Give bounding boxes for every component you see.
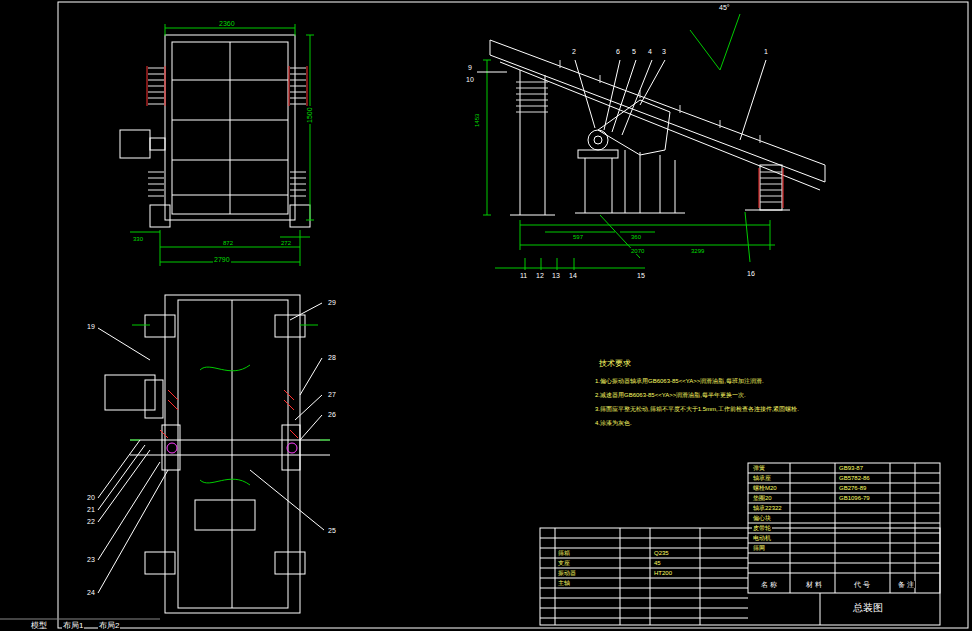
dimension: 2790 [213, 256, 231, 263]
callout-number: 23 [86, 556, 96, 563]
callout-number: 15 [636, 272, 646, 279]
table-cell: HT200 [653, 570, 673, 576]
callout-number: 10 [465, 76, 475, 83]
dimension: 272 [280, 240, 292, 246]
note-line: 2.减速器用GB6063-85<<YA>>润滑油脂,每半年更换一次. [594, 392, 747, 398]
table-cell: 振动器 [557, 570, 577, 576]
table-cell: Q235 [653, 550, 670, 556]
table-cell: 弹簧 [752, 465, 766, 471]
callout-number: 4 [647, 48, 653, 55]
note-line: 1.偏心振动器轴承用GB6063-85<<YA>>润滑油脂,每班加注润滑. [594, 378, 765, 384]
table-cell: 偏心块 [752, 515, 772, 521]
callout-number: 20 [86, 494, 96, 501]
table-cell: 轴承座 [752, 475, 772, 481]
callout-number: 5 [631, 48, 637, 55]
note-line: 4.涂漆为灰色. [594, 420, 633, 426]
note-heading: 技术要求 [598, 360, 632, 368]
callout-number: 12 [535, 272, 545, 279]
title-block: 总装图 [852, 603, 884, 613]
angle-dimension: 45° [718, 4, 731, 11]
dimension: 1500 [306, 106, 313, 124]
dimension: 597 [572, 234, 584, 240]
table-cell: 电动机 [752, 535, 772, 541]
dimension: 2070 [630, 248, 645, 254]
callout-number: 13 [551, 272, 561, 279]
table-cell: 45 [653, 560, 662, 566]
dimension: 330 [132, 236, 144, 242]
callout-number: 28 [327, 354, 337, 361]
table-cell: 筛箱 [557, 550, 571, 556]
table-cell: 支座 [557, 560, 571, 566]
callout-number: 26 [327, 411, 337, 418]
callout-number: 27 [327, 391, 337, 398]
callout-number: 11 [519, 272, 528, 279]
table-cell: 垫圈20 [752, 495, 773, 501]
table-cell: GB5782-86 [838, 475, 871, 481]
table-cell: 筛网 [752, 545, 766, 551]
layout-tab: 模型 [30, 622, 48, 630]
dimension: 2360 [218, 20, 236, 27]
table-header: 代 号 [853, 581, 871, 588]
note-line: 3.筛面应平整无松动,筛箱不平度不大于1.5mm,工作前检查各连接件,紧固螺栓. [594, 406, 800, 412]
layout-tab: 布局2 [98, 622, 120, 630]
table-cell: 皮带轮 [752, 525, 772, 531]
table-header: 备 注 [897, 581, 915, 588]
callout-number: 3 [661, 48, 667, 55]
callout-number: 9 [467, 64, 473, 71]
callout-number: 6 [615, 48, 621, 55]
callout-number: 21 [86, 506, 96, 513]
callout-number: 16 [746, 270, 756, 277]
dimension: 360 [630, 234, 642, 240]
table-header: 名 称 [760, 581, 778, 588]
callout-number: 14 [568, 272, 578, 279]
callout-number: 1 [763, 48, 769, 55]
callout-number: 29 [327, 299, 337, 306]
dimension: 872 [222, 240, 234, 246]
table-cell: 螺栓M20 [752, 485, 778, 491]
callout-number: 22 [86, 518, 96, 525]
callout-number: 2 [571, 48, 577, 55]
callout-number: 19 [86, 323, 96, 330]
dimension: 3299 [690, 248, 705, 254]
callout-number: 24 [86, 589, 96, 596]
layout-tab: 布局1 [62, 622, 84, 630]
dimension: 1453 [474, 113, 480, 128]
table-header: 材 料 [805, 581, 823, 588]
table-cell: 主轴 [557, 580, 571, 586]
callout-number: 25 [327, 527, 337, 534]
table-cell: GB276-89 [838, 485, 867, 491]
table-cell: GB93-87 [838, 465, 864, 471]
table-cell: 轴承22322 [752, 505, 783, 511]
table-cell: GB1096-79 [838, 495, 871, 501]
